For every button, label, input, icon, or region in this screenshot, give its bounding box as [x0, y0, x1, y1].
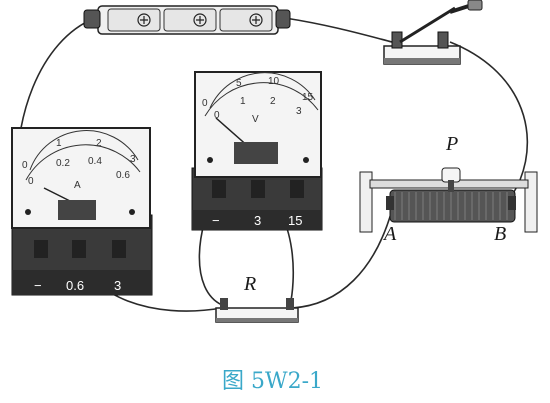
- rheostat-end-b-label: B: [494, 223, 506, 245]
- voltmeter-tick-upper-1: 5: [236, 78, 242, 89]
- voltmeter-terminal-neg: −: [212, 213, 220, 228]
- voltmeter-tick-upper-2: 10: [268, 76, 280, 87]
- resistor: R: [215, 273, 299, 323]
- ammeter: A 0 1 2 3 0 0.2 0.4 0.6 − 0.6 3: [11, 127, 153, 296]
- resistor-label: R: [243, 273, 256, 295]
- wire-resistor-to-rheostat: [291, 209, 393, 309]
- battery-plus-icon: [137, 13, 263, 27]
- slider-label-p: P: [445, 133, 458, 155]
- rheostat-slider[interactable]: [441, 167, 461, 192]
- rheostat-end-a-label: A: [382, 223, 397, 245]
- ammeter-tick-upper-0: 0: [22, 160, 28, 171]
- figure-caption: 图 5W2-1: [222, 369, 323, 394]
- wire-battery-to-switch: [284, 17, 393, 43]
- voltmeter-terminals[interactable]: [212, 180, 304, 198]
- voltmeter-tick-lower-3: 3: [296, 106, 302, 117]
- knife-switch[interactable]: [383, 0, 483, 65]
- ammeter-tick-upper-3: 3: [130, 154, 136, 165]
- voltmeter-unit-label: V: [252, 114, 259, 125]
- ammeter-tick-upper-2: 2: [96, 138, 102, 149]
- ammeter-unit-label: A: [74, 180, 81, 191]
- voltmeter-tick-upper-3: 15: [302, 92, 314, 103]
- ammeter-terminals[interactable]: [34, 240, 126, 258]
- voltmeter-terminal-3: 3: [254, 213, 261, 228]
- voltmeter-tick-lower-0: 0: [214, 110, 220, 121]
- ammeter-terminal-3: 3: [114, 278, 121, 293]
- voltmeter: V 0 5 10 15 0 1 2 3 − 3 15: [191, 71, 323, 231]
- voltmeter-tick-upper-0: 0: [202, 98, 208, 109]
- battery-pack: [83, 5, 291, 35]
- ammeter-tick-lower-3: 0.6: [116, 170, 130, 181]
- ammeter-terminal-0.6: 0.6: [66, 278, 84, 293]
- ammeter-tick-lower-2: 0.4: [88, 156, 102, 167]
- ammeter-tick-lower-0: 0: [28, 176, 34, 187]
- ammeter-tick-lower-1: 0.2: [56, 158, 70, 169]
- ammeter-terminal-neg: −: [34, 278, 42, 293]
- rheostat: P A B: [359, 133, 538, 245]
- ammeter-tick-upper-1: 1: [56, 138, 62, 149]
- voltmeter-tick-lower-1: 1: [240, 96, 246, 107]
- voltmeter-tick-lower-2: 2: [270, 96, 276, 107]
- voltmeter-terminal-15: 15: [288, 213, 302, 228]
